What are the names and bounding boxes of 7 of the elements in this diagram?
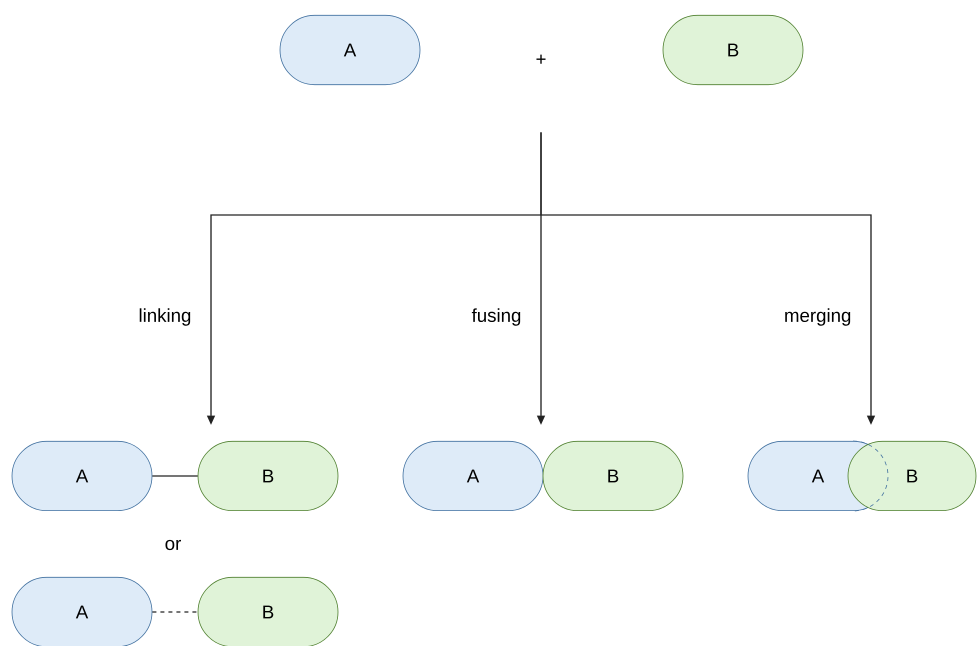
plus-sign: + [536,54,546,64]
edge-label: merging [782,306,853,328]
edge-label: linking [137,306,193,328]
or-label: or [165,540,181,550]
connector-line [152,611,198,613]
edge-label: fusing [470,306,523,328]
connector-line [152,475,198,477]
